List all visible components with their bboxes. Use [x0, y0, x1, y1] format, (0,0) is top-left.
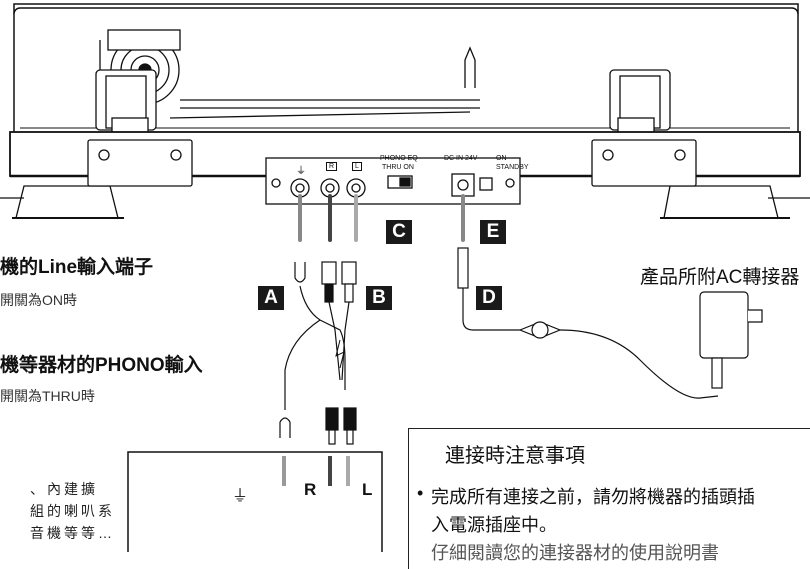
line-input-switch: 開關為ON時 [0, 292, 77, 308]
phono-input-title: 機等器材的PHONO輸入 [0, 355, 203, 376]
caution-item-1-line-2: 入電源插座中。 [431, 515, 557, 535]
turntable-body [0, 29, 810, 219]
callout-d: D [476, 286, 502, 310]
panel-l-label: L [352, 162, 362, 171]
panel-ground-symbol: ⏚ [296, 166, 306, 177]
bullet-icon: • [417, 483, 424, 503]
callout-b: B [366, 286, 392, 310]
amp-l-label: L [362, 480, 373, 499]
panel-thru-on: THRU ON [382, 164, 414, 171]
callout-e: E [480, 220, 506, 244]
caution-title: 連接時注意事項 [445, 445, 585, 467]
panel-phono-eq: PHONO EQ [380, 155, 418, 162]
panel-cables [298, 194, 465, 242]
caution-item-2-line-1: 仔細閱讀您的連接器材的使用說明書 [431, 543, 719, 563]
amp-r-label: R [304, 480, 317, 499]
callout-c: C [386, 220, 412, 244]
line-input-title: 機的Line輸入端子 [0, 257, 154, 278]
caution-item-1-line-1: 完成所有連接之前，請勿將機器的插頭插 [431, 487, 755, 507]
ac-adapter-cable [457, 247, 763, 399]
amp-note-line-3: 音機等等… [30, 525, 115, 541]
adapter-label: 產品所附AC轉接器 [640, 267, 800, 288]
panel-dc-in: DC IN 24V [444, 155, 478, 162]
turntable-connection-diagram [0, 3, 810, 552]
callout-a: A [258, 286, 284, 310]
amplifier-panel [127, 451, 383, 552]
amp-ground-label: ⏚ [232, 488, 249, 505]
amp-note-line-1: 、內建擴 [30, 481, 98, 497]
caution-box: 連接時注意事項 • 完成所有連接之前，請勿將機器的插頭插 入電源插座中。 仔細閱… [408, 428, 810, 569]
audio-cable-set [279, 261, 357, 445]
panel-r-label: R [326, 162, 338, 171]
amp-note-line-2: 組的喇叭系 [30, 503, 115, 519]
panel-on: ON [496, 155, 507, 162]
phono-input-switch: 開關為THRU時 [0, 388, 95, 404]
panel-standby: STANDBY [496, 164, 529, 171]
